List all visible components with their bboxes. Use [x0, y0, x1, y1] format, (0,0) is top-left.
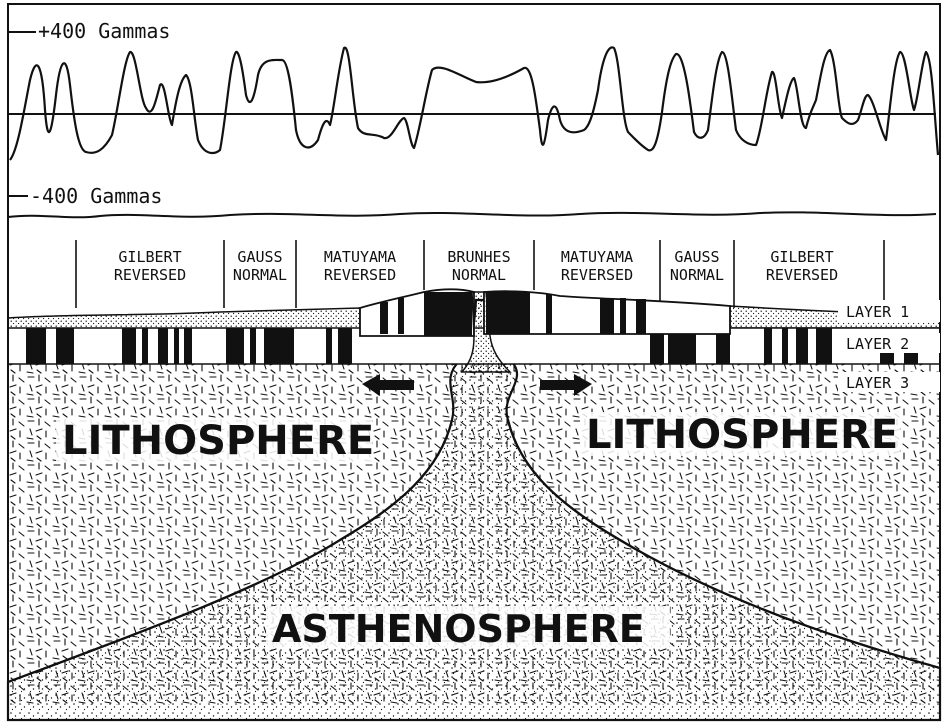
layer3-label: LAYER 3 [846, 374, 909, 392]
period-name: BRUNHES [447, 248, 510, 266]
period-type: REVERSED [114, 266, 186, 284]
magnetic-anomaly-panel: +400 Gammas -400 Gammas [8, 19, 938, 217]
period-brunhes: BRUNHES NORMAL [447, 248, 510, 284]
layer-labels: LAYER 1 LAYER 2 LAYER 3 [838, 300, 940, 392]
layer1-label: LAYER 1 [846, 303, 909, 321]
period-type: NORMAL [670, 266, 724, 284]
period-name: GILBERT [770, 248, 833, 266]
lithosphere-left-label: LITHOSPHERE [62, 418, 374, 464]
period-gilbert-left: GILBERT REVERSED [114, 248, 186, 284]
period-name: GILBERT [118, 248, 181, 266]
period-matuyama-left: MATUYAMA REVERSED [324, 248, 396, 284]
period-name: MATUYAMA [561, 248, 633, 266]
period-gauss-right: GAUSS NORMAL [670, 248, 724, 284]
period-type: REVERSED [766, 266, 838, 284]
period-gauss-left: GAUSS NORMAL [233, 248, 287, 284]
panel-divider [8, 212, 936, 217]
period-gilbert-right: GILBERT REVERSED [766, 248, 838, 284]
layer2-label: LAYER 2 [846, 335, 909, 353]
period-type: NORMAL [233, 266, 287, 284]
period-name: MATUYAMA [324, 248, 396, 266]
top-gamma-label: +400 Gammas [38, 19, 170, 43]
period-name: GAUSS [237, 248, 282, 266]
layer1-left [8, 308, 360, 330]
period-name: GAUSS [674, 248, 719, 266]
period-type: REVERSED [561, 266, 633, 284]
asthenosphere-label: ASTHENOSPHERE [272, 607, 645, 651]
lithosphere-right-label: LITHOSPHERE [586, 412, 898, 458]
anomaly-curve [10, 47, 938, 160]
bottom-gamma-label: -400 Gammas [30, 184, 162, 208]
period-type: NORMAL [452, 266, 506, 284]
period-matuyama-right: MATUYAMA REVERSED [561, 248, 633, 284]
period-type: REVERSED [324, 266, 396, 284]
